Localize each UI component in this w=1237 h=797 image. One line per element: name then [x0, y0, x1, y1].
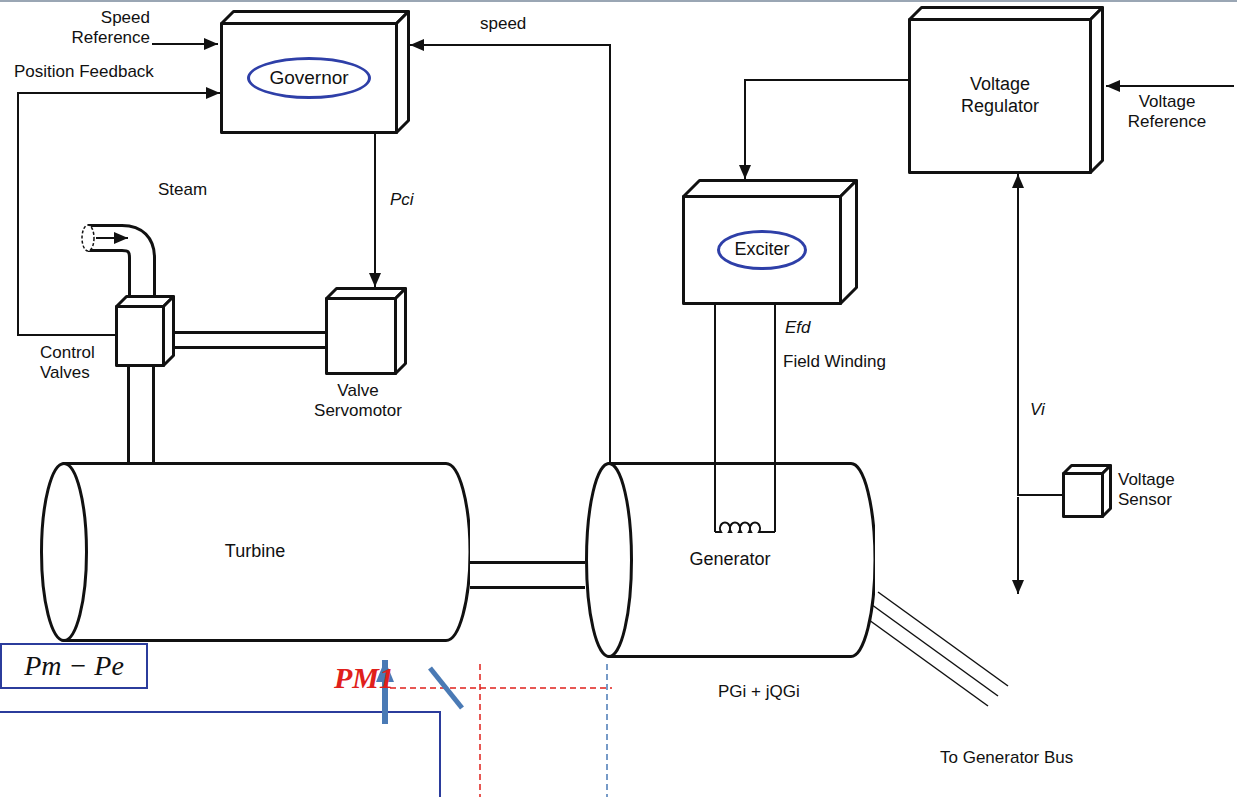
- sensor-box: Voltage Sensor: [1062, 472, 1104, 518]
- node-text: Turbine: [225, 541, 285, 563]
- field-coil: [715, 522, 775, 532]
- signal-connector: [470, 575, 585, 576]
- signal-connector: [715, 305, 775, 462]
- box-face: [684, 197, 841, 304]
- signal-connector: [745, 80, 908, 179]
- top-rule: [0, 0, 1237, 2]
- signal-label: Field Winding: [783, 352, 886, 372]
- box-face: [222, 12, 409, 24]
- signal-line: [18, 93, 220, 335]
- dashed-guide: [479, 664, 481, 797]
- formula-box: [0, 712, 440, 797]
- signal-label: Pci: [388, 190, 416, 210]
- box-face: [910, 20, 1091, 173]
- shaft-outline: [175, 331, 325, 349]
- turbine: Turbine: [40, 462, 470, 642]
- signal-label: Vi: [1028, 400, 1047, 420]
- node-text: Generator: [689, 549, 770, 571]
- signal-label: Efd: [783, 318, 813, 338]
- signal-label: speed: [478, 14, 528, 34]
- cylinder-end: [42, 464, 87, 641]
- governor-box: Governor: [220, 22, 398, 134]
- signal-connector: [375, 134, 376, 287]
- box-face: [910, 8, 1103, 20]
- box-face: [841, 181, 857, 304]
- node-text: Voltage Regulator: [945, 74, 1055, 117]
- signal-line: [774, 305, 776, 462]
- node-text: Exciter: [734, 239, 789, 261]
- shaft-fill: [470, 564, 585, 586]
- signal-label: Position Feedback: [12, 62, 156, 82]
- signal-line: [1018, 174, 1062, 495]
- reference-arrow: [152, 43, 218, 45]
- shaft-fill: [130, 367, 152, 462]
- signal-connector: [175, 340, 325, 341]
- node-body: Exciter: [682, 195, 842, 305]
- steam-pipe: [82, 225, 142, 298]
- exciter-box: Exciter: [682, 195, 842, 305]
- box-outline: [115, 295, 175, 367]
- signal-connector: [1018, 174, 1062, 495]
- signal-line: [714, 305, 716, 462]
- node-label: Valve Servomotor: [297, 381, 419, 422]
- signal-line: [745, 80, 908, 179]
- node-label: Voltage Sensor: [1118, 470, 1190, 511]
- cylinder-body: [64, 464, 470, 641]
- cylinder-end: [587, 464, 632, 657]
- field-lead: [774, 462, 776, 532]
- box-face: [1091, 8, 1103, 173]
- regulator-box: Voltage Regulator: [908, 18, 1092, 174]
- signal-label: Speed Reference: [62, 8, 150, 49]
- signal-label: PGi + jQGi: [718, 682, 800, 702]
- bus-tap: [1017, 497, 1019, 594]
- control-valve: Control Valves: [115, 305, 165, 367]
- signal-label: Steam: [158, 180, 207, 200]
- field-lead: [714, 462, 716, 532]
- signal-connector: [410, 45, 610, 462]
- box-face: [684, 181, 857, 197]
- node-body: Pm − Pe: [2, 645, 146, 687]
- highlight-ellipse: [247, 57, 371, 99]
- node-body: Turbine: [40, 462, 470, 642]
- dashed-guide: [606, 664, 608, 797]
- signal-line: [410, 45, 610, 462]
- generator: Generator: [585, 462, 875, 658]
- cylinder-body: [609, 464, 875, 657]
- node-label: Control Valves: [40, 343, 110, 384]
- box-face: [327, 299, 396, 374]
- box-outline: [325, 287, 407, 375]
- shaft-outline: [127, 367, 155, 462]
- reference-arrow: [1106, 85, 1234, 87]
- box-face: [117, 307, 164, 366]
- signal-line: [374, 134, 376, 287]
- shaft-fill: [175, 334, 325, 346]
- box-face: [222, 24, 397, 133]
- node-text: Valve Servomotor: [297, 381, 419, 422]
- signal-label: PM1: [334, 660, 394, 696]
- formula-box: Pm − Pe: [0, 643, 148, 689]
- bus-lines: [858, 592, 1008, 706]
- signal-connector: [18, 93, 220, 335]
- node-text: Voltage Sensor: [1118, 470, 1190, 511]
- node-text: Control Valves: [40, 343, 110, 384]
- box-outline: [1062, 464, 1112, 518]
- dashed-guide: [390, 687, 612, 689]
- highlight-ellipse: [717, 230, 807, 270]
- node-text: Pm − Pe: [24, 649, 124, 683]
- box-face: [1064, 474, 1103, 517]
- power-curve: [430, 668, 462, 708]
- shaft-outline: [470, 561, 585, 589]
- node-text: Governor: [269, 67, 348, 90]
- node-body: Voltage Regulator: [908, 18, 1092, 174]
- signal-label: To Generator Bus: [940, 748, 1073, 768]
- signal-label: Voltage Reference: [1108, 92, 1226, 133]
- box-face: [397, 12, 409, 133]
- servomotor-box: Valve Servomotor: [325, 297, 397, 375]
- signal-connector: [141, 367, 142, 462]
- node-body: Generator: [585, 462, 875, 658]
